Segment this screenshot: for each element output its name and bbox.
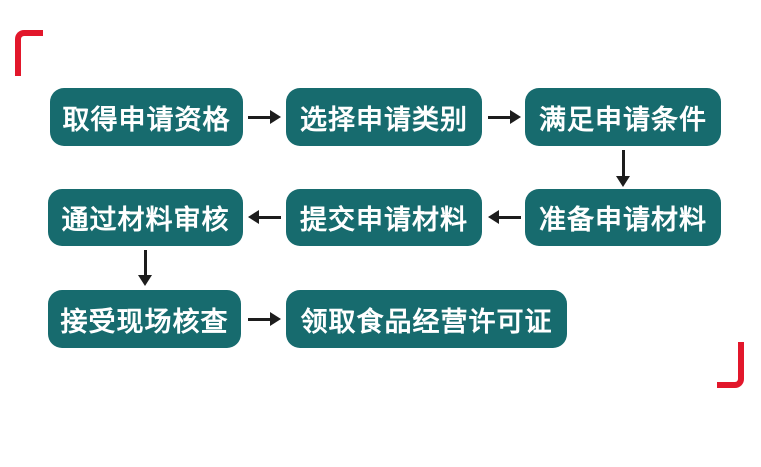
flow-node-receive-license: 领取食品经营许可证 <box>286 290 567 348</box>
flow-node-select-category: 选择申请类别 <box>286 88 482 146</box>
corner-bracket-top-left-icon <box>15 30 43 76</box>
arrow-right-icon <box>488 109 521 125</box>
flow-node-obtain-qualification: 取得申请资格 <box>50 88 243 146</box>
flow-node-meet-conditions: 满足申请条件 <box>525 88 721 146</box>
flow-node-pass-review: 通过材料审核 <box>48 189 243 246</box>
arrow-left-icon <box>248 209 281 225</box>
arrow-down-icon <box>615 150 631 187</box>
corner-bracket-bottom-right-icon <box>717 342 744 388</box>
flow-node-prepare-materials: 准备申请材料 <box>525 189 721 246</box>
arrow-down-icon <box>137 250 153 286</box>
flow-node-site-inspection: 接受现场核查 <box>48 290 241 348</box>
arrow-left-icon <box>488 209 521 225</box>
flow-node-submit-materials: 提交申请材料 <box>286 189 482 246</box>
arrow-right-icon <box>248 311 281 327</box>
arrow-right-icon <box>248 109 281 125</box>
